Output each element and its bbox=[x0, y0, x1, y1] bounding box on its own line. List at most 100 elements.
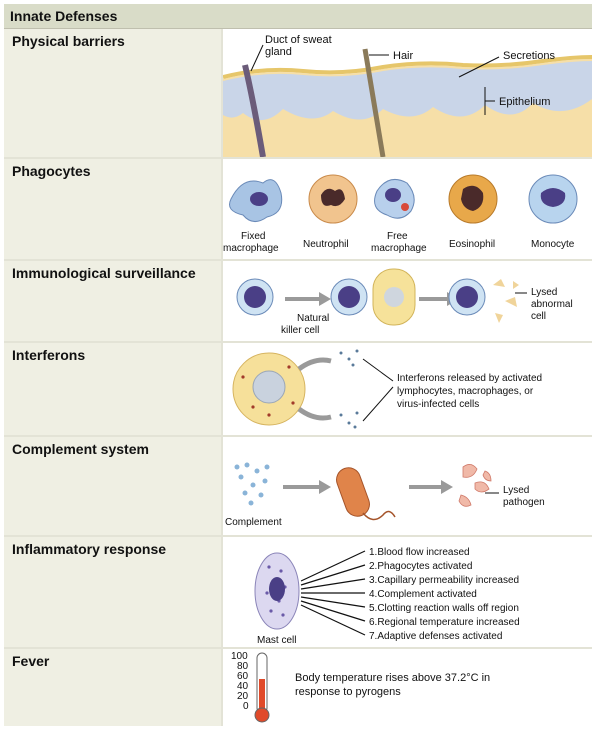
row-immunological-surveillance: Immunological surveillance Lysed abnorma… bbox=[4, 261, 592, 343]
row-inflammatory-response: Inflammatory response bbox=[4, 537, 592, 649]
label-cell: Complement system bbox=[4, 437, 223, 535]
label-cell: Physical barriers bbox=[4, 29, 223, 157]
row-label: Immunological surveillance bbox=[12, 265, 196, 281]
interferon-text-3: virus-infected cells bbox=[397, 399, 479, 410]
thermo-tick-100: 100 bbox=[231, 651, 248, 662]
thermo-tick-20: 20 bbox=[237, 691, 249, 702]
nk-nucleus-2 bbox=[338, 286, 360, 308]
eosinophil-nucleus bbox=[461, 185, 484, 211]
phagocytes-diagram: Fixed macrophage Neutrophil Free macroph… bbox=[223, 174, 578, 254]
secretions-layer bbox=[222, 55, 593, 79]
row-label: Phagocytes bbox=[12, 163, 91, 179]
lysed-fragments bbox=[493, 279, 519, 323]
complement-label: Complement bbox=[225, 517, 282, 528]
arrow-1 bbox=[285, 292, 331, 306]
inflammation-item-4: 4.Complement activated bbox=[369, 589, 477, 600]
content-cell: 1.Blood flow increased 2.Phagocytes acti… bbox=[223, 537, 592, 647]
duct-label-2: gland bbox=[265, 46, 292, 58]
monocyte-nucleus bbox=[540, 188, 566, 207]
nk-label-2: killer cell bbox=[281, 325, 319, 336]
pathogen-flagellum bbox=[362, 510, 396, 521]
content-cell: Lysed pathogen Complement bbox=[223, 437, 592, 535]
mast-cell-nucleus bbox=[269, 577, 285, 601]
lysed-pathogen-fragments bbox=[458, 464, 492, 507]
inflammation-item-5: 5.Clotting reaction walls off region bbox=[369, 603, 519, 614]
engulfed-particle bbox=[401, 203, 409, 211]
thermo-tick-80: 80 bbox=[237, 661, 249, 672]
free-label-1: Free bbox=[387, 231, 408, 242]
inflammation-item-6: 6.Regional temperature increased bbox=[369, 617, 520, 628]
fever-text-1: Body temperature rises above 37.2°C in bbox=[295, 672, 490, 684]
label-cell: Interferons bbox=[4, 343, 223, 435]
thermo-tick-40: 40 bbox=[237, 681, 249, 692]
content-cell: Fixed macrophage Neutrophil Free macroph… bbox=[223, 159, 592, 259]
virus-dot bbox=[241, 375, 245, 379]
inflammation-item-1: 1.Blood flow increased bbox=[369, 547, 470, 558]
complement-proteins bbox=[234, 462, 270, 506]
table-title: Innate Defenses bbox=[10, 8, 118, 24]
content-cell: Lysed abnormal cell Natural killer cell bbox=[223, 261, 592, 341]
epithelium-layer bbox=[223, 61, 592, 121]
mast-cell-label: Mast cell bbox=[257, 635, 296, 646]
skin-diagram: Duct of sweat gland Hair Secretions Epit… bbox=[222, 34, 593, 158]
fixed-label-1: Fixed bbox=[241, 231, 265, 242]
complement-diagram: Lysed pathogen Complement bbox=[225, 462, 545, 528]
sweat-duct bbox=[242, 64, 266, 158]
lysed-label-2: abnormal bbox=[531, 299, 573, 310]
label-cell: Inflammatory response bbox=[4, 537, 223, 647]
fever-text-2: response to pyrogens bbox=[295, 686, 401, 698]
virus-dot bbox=[251, 405, 255, 409]
mediator-arrows bbox=[300, 550, 366, 636]
lysed-label-3: cell bbox=[531, 311, 546, 322]
inflammation-diagram: 1.Blood flow increased 2.Phagocytes acti… bbox=[254, 547, 520, 646]
inflammation-item-7: 7.Adaptive defenses activated bbox=[369, 631, 502, 642]
thermometer-bulb bbox=[254, 707, 270, 723]
nk-nucleus bbox=[244, 286, 266, 308]
infected-nucleus bbox=[252, 370, 286, 404]
row-label: Complement system bbox=[12, 441, 149, 457]
eosinophil-label: Eosinophil bbox=[449, 239, 495, 250]
label-cell: Fever bbox=[4, 649, 223, 726]
interferon-text-2: lymphocytes, macrophages, or bbox=[397, 386, 534, 397]
neutrophil-label: Neutrophil bbox=[303, 239, 349, 250]
virus-dot bbox=[291, 401, 295, 405]
hair-label: Hair bbox=[393, 50, 414, 62]
row-phagocytes: Phagocytes Fixed macrophage Neutrophil F… bbox=[4, 159, 592, 261]
lysed-pathogen-label-2: pathogen bbox=[503, 497, 545, 508]
free-macrophage-nucleus bbox=[385, 188, 401, 202]
content-cell: Duct of sweat gland Hair Secretions Epit… bbox=[222, 29, 593, 158]
complement-arrow-2 bbox=[409, 480, 453, 494]
monocyte-label: Monocyte bbox=[531, 239, 575, 250]
fixed-label-2: macrophage bbox=[223, 243, 279, 254]
innate-defenses-table: Innate Defenses Physical barriers Duct o… bbox=[4, 4, 593, 726]
fever-diagram: 100 80 60 40 20 0 Body temperature rises… bbox=[231, 651, 490, 723]
inflammation-item-2: 2.Phagocytes activated bbox=[369, 561, 472, 572]
label-cell: Immunological surveillance bbox=[4, 261, 223, 341]
free-label-2: macrophage bbox=[371, 243, 427, 254]
neutrophil-nucleus bbox=[321, 188, 345, 207]
pathogen-bacterium bbox=[336, 467, 370, 517]
content-cell: Interferons released by activated lympho… bbox=[223, 343, 592, 435]
fixed-macrophage-nucleus bbox=[250, 192, 268, 206]
label-cell: Phagocytes bbox=[4, 159, 223, 259]
row-label: Inflammatory response bbox=[12, 541, 167, 557]
lysed-label-1: Lysed bbox=[531, 287, 557, 298]
secretions-label: Secretions bbox=[503, 50, 555, 62]
thermometer-mercury bbox=[259, 679, 265, 713]
content-cell: 100 80 60 40 20 0 Body temperature rises… bbox=[223, 649, 592, 726]
virus-dot bbox=[287, 365, 291, 369]
secretions-leader bbox=[458, 56, 500, 78]
interferon-molecules-bottom bbox=[339, 411, 359, 429]
interferons-diagram: Interferons released by activated lympho… bbox=[232, 349, 542, 429]
row-label: Physical barriers bbox=[12, 33, 125, 49]
row-label: Interferons bbox=[12, 347, 86, 363]
nk-nucleus-3 bbox=[456, 286, 478, 308]
row-fever: Fever 100 80 60 40 20 0 Body temperature… bbox=[4, 649, 592, 726]
row-label: Fever bbox=[12, 653, 50, 669]
complement-arrow-1 bbox=[283, 480, 331, 494]
duct-label-1: Duct of sweat bbox=[265, 34, 332, 46]
abnormal-nucleus bbox=[384, 287, 404, 307]
inflammation-item-3: 3.Capillary permeability increased bbox=[369, 575, 519, 586]
row-interferons: Interferons bbox=[4, 343, 592, 437]
interferon-leader-top bbox=[362, 358, 394, 382]
